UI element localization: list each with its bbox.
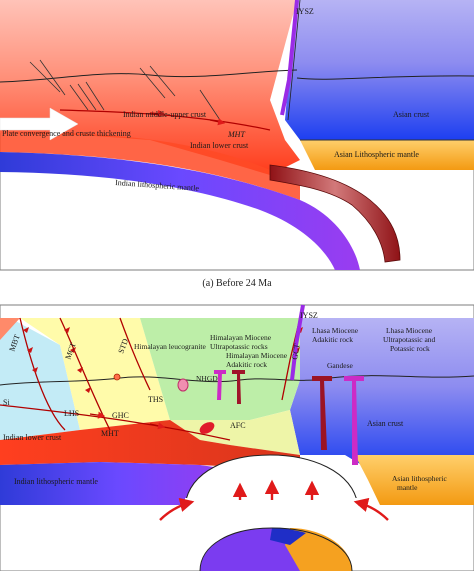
panel-b: IYSZ MBT MCT STD GCT Himalayan leucogran… (0, 304, 474, 571)
label-ths: THS (148, 395, 163, 404)
convergence-arrow (0, 107, 79, 141)
iysz-suture-b (290, 304, 305, 381)
asian-crust-b (290, 318, 474, 470)
label-asian-crust-b: Asian crust (367, 419, 404, 428)
label-indian-mantle-b: Indian lithospheric mantle (14, 477, 98, 486)
label-afc: AFC (230, 421, 246, 430)
label-ghc: GHC (112, 411, 129, 420)
label-iysz-a: IYSZ (296, 7, 314, 16)
indian-crust-a (0, 0, 300, 175)
label-indian-lower-crust-b: Indian lower crust (3, 433, 62, 442)
label-asian-crust-a: Asian crust (393, 110, 430, 119)
asian-crust-a (285, 0, 474, 140)
label-lhasa-adakitic-2: Adakitic rock (312, 335, 353, 344)
label-mht-b: MHT (101, 429, 119, 438)
label-him-adakitic-2: Adakitic rock (226, 360, 267, 369)
label-gct: GCT (290, 343, 302, 360)
iysz-suture-a (280, 0, 299, 116)
magma-bodies (113, 370, 364, 465)
indian-mantle-b (0, 462, 235, 505)
label-indian-lower-crust-a: Indian lower crust (190, 141, 249, 150)
upwelling-arrows (159, 479, 389, 521)
label-asian-mantle-a: Asian Lithospheric mantle (334, 150, 419, 159)
slab-a (269, 164, 401, 263)
label-him-ultrapotassic-1: Himalayan Miocene (210, 333, 272, 342)
label-lhasa-adakitic-1: Lhasa Miocene (312, 326, 359, 335)
label-lhasa-ultrapotassic-2: Ultrapotassic and (383, 335, 436, 344)
asian-mantle-a (300, 140, 474, 170)
label-asian-mantle-b-1: Asian lithospheric (392, 474, 447, 483)
figure-caption: (a) Before 24 Ma (202, 278, 272, 289)
label-him-ultrapotassic-2: Ultrapotassic rocks (210, 342, 268, 351)
panel-a: IYSZ Indian middle-upper crust Plate con… (0, 0, 474, 271)
detached-lens (199, 527, 353, 571)
label-indian-middle-upper-crust: Indian middle-upper crust (123, 110, 207, 119)
label-mht-a: MHT (227, 130, 245, 139)
shear-marks-a (29, 59, 221, 121)
indian-lower-crust-b (0, 420, 300, 470)
label-lhasa-ultrapotassic-3: Potassic rock (390, 344, 430, 353)
label-him-adakitic-1: Himalayan Miocene (226, 351, 288, 360)
label-himalayan-leucogranite: Himalayan leucogranite (134, 342, 207, 351)
label-plate-convergence: Plate convergence and cruste thickening (2, 129, 131, 138)
label-lhs: LHS (64, 409, 79, 418)
indian-lower-crust-a (0, 132, 300, 200)
ghc-unit (20, 318, 170, 430)
indian-mantle-a (0, 152, 360, 270)
lhs-unit (0, 318, 80, 440)
upper-crust-boundary-a (0, 69, 298, 83)
label-si: Si (3, 398, 10, 407)
asian-mantle-b (355, 455, 474, 505)
label-nhgd: NHGD (196, 374, 218, 383)
label-iysz-b: IYSZ (300, 311, 318, 320)
label-gandese: Gandese (327, 361, 353, 370)
label-asian-mantle-b-2: mantle (397, 483, 418, 492)
ths-unit (140, 318, 300, 420)
label-lhasa-ultrapotassic-1: Lhasa Miocene (386, 326, 433, 335)
